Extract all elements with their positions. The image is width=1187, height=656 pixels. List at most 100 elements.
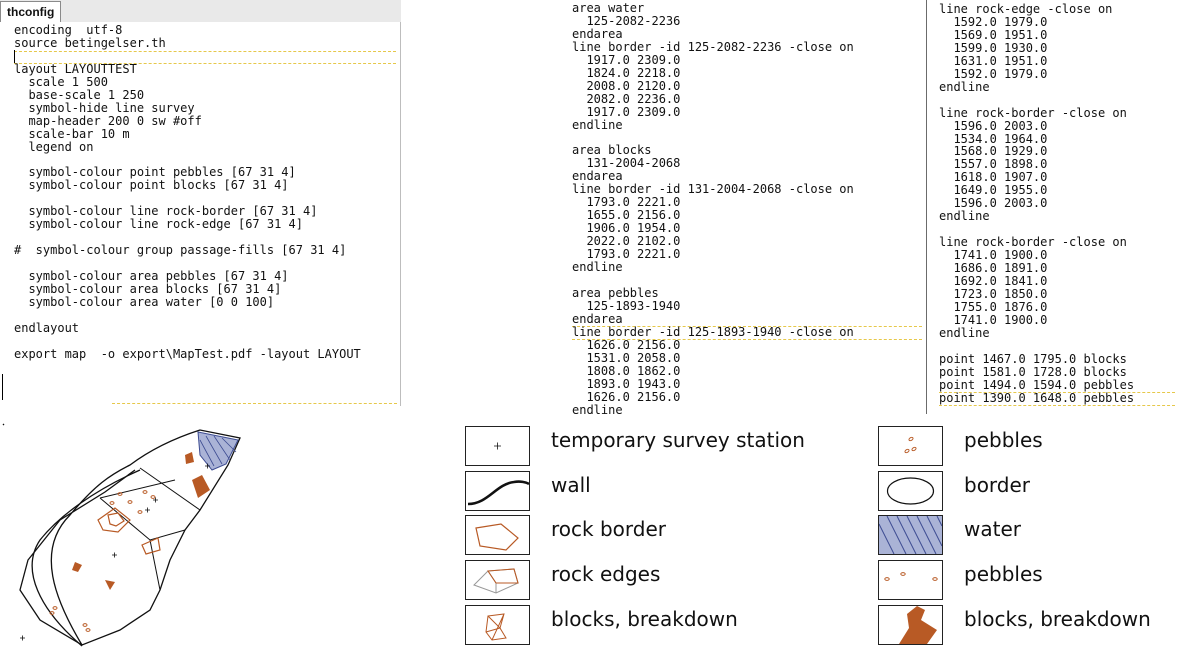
code-line: point 1494.0 1594.0 pebbles [939, 377, 1135, 392]
legend-label: wall [551, 473, 591, 497]
editor-line: base-scale 1 250 [14, 87, 145, 102]
code-line: 1568.0 1929.0 [939, 144, 1048, 159]
code-line: endarea [572, 169, 623, 184]
code-line: 1655.0 2156.0 [572, 208, 681, 223]
tab-bar: thconfig [0, 0, 401, 23]
line-highlight [572, 326, 922, 327]
code-line: line border -id 125-2082-2236 -close on [572, 39, 854, 54]
rock-edge-icon [465, 560, 530, 600]
legend-label: water [964, 517, 1021, 541]
code-line: line border -id 125-1893-1940 -close on [572, 324, 854, 339]
code-line: 1626.0 2156.0 [572, 337, 681, 352]
code-line: line rock-border -close on [939, 235, 1127, 250]
line-highlight [939, 405, 1175, 406]
text-cursor [14, 50, 15, 63]
legend-label: rock edges [551, 562, 661, 586]
code-line: 1824.0 2218.0 [572, 65, 681, 80]
editor-line: symbol-colour point pebbles [67 31 4] [14, 165, 296, 180]
code-line: 1631.0 1951.0 [939, 53, 1048, 68]
blocks-point-icon [465, 605, 530, 645]
rock-border-shape [97, 507, 161, 555]
code-line: 1755.0 1876.0 [939, 299, 1048, 314]
editor-line: # symbol-colour group passage-fills [67 … [14, 243, 347, 258]
code-column-3: line rock-edge -close on 1592.0 1979.0 1… [939, 3, 1134, 405]
current-line-highlight [112, 403, 397, 404]
current-line-highlight [14, 63, 396, 64]
editor-line: symbol-colour area water [0 0 100] [14, 295, 275, 310]
blocks-area-icon [878, 605, 943, 645]
code-line [939, 340, 1134, 353]
wall-line-icon [465, 471, 530, 511]
code-line: 1592.0 1979.0 [939, 66, 1048, 81]
code-line: 1793.0 2221.0 [572, 247, 681, 262]
editor-line: symbol-colour line rock-edge [67 31 4] [14, 217, 303, 232]
legend-label: blocks, breakdown [964, 607, 1151, 631]
column-divider [926, 0, 927, 414]
code-line: line rock-edge -close on [939, 2, 1113, 16]
text-cursor [2, 374, 3, 400]
legend-label: border [964, 473, 1031, 497]
code-line: 1596.0 2003.0 [939, 118, 1048, 133]
code-line: 2008.0 2120.0 [572, 78, 681, 93]
code-line: 1741.0 1900.0 [939, 248, 1048, 263]
code-line: endline [939, 209, 990, 224]
line-highlight [572, 339, 922, 340]
editor-border [400, 22, 401, 406]
pebbles-area-icon [878, 560, 943, 600]
map-preview [2, 423, 241, 647]
code-line: 1741.0 1900.0 [939, 312, 1048, 327]
code-line: endline [572, 117, 623, 132]
editor-line [14, 309, 361, 322]
cave-wall-outline [2, 423, 241, 646]
editor-line: symbol-hide line survey [14, 100, 195, 115]
legend-label: rock border [551, 517, 666, 541]
code-line: line border -id 131-2004-2068 -close on [572, 182, 854, 197]
code-line: area blocks [572, 143, 652, 158]
legend-label: blocks, breakdown [551, 607, 738, 631]
code-line: 1917.0 2309.0 [572, 104, 681, 119]
editor-line: scale-bar 10 m [14, 126, 130, 141]
code-line: area pebbles [572, 285, 659, 300]
water-area-icon [878, 515, 943, 555]
survey-stations [20, 463, 210, 641]
editor-line [14, 50, 361, 63]
tab-thconfig[interactable]: thconfig [0, 1, 62, 22]
code-line: line rock-border -close on [939, 105, 1127, 120]
passage-border [99, 467, 201, 591]
code-line: 1808.0 1862.0 [572, 363, 681, 378]
code-line: 1534.0 1964.0 [939, 131, 1048, 146]
code-line: 131-2004-2068 [572, 156, 681, 171]
code-line: 1599.0 1930.0 [939, 40, 1048, 55]
survey-station-icon [465, 426, 530, 466]
editor-line: export map -o export\MapTest.pdf -layout… [14, 346, 361, 361]
code-line: area water [572, 1, 645, 15]
current-line-highlight [14, 51, 396, 52]
line-highlight [939, 392, 1175, 393]
rock-border-icon [465, 515, 530, 555]
code-line: 1917.0 2309.0 [572, 52, 681, 67]
code-line: 1596.0 2003.0 [939, 196, 1048, 211]
code-line: 1626.0 2156.0 [572, 389, 681, 404]
legend-label: pebbles [964, 562, 1043, 586]
water-hatch [199, 435, 237, 467]
code-line: 1531.0 2058.0 [572, 350, 681, 365]
code-line [939, 94, 1134, 107]
legend-label: pebbles [964, 428, 1043, 452]
code-line: 1793.0 2221.0 [572, 195, 681, 210]
editor-line: symbol-colour area pebbles [67 31 4] [14, 269, 289, 284]
code-line: 1686.0 1891.0 [939, 261, 1048, 276]
editor-line: symbol-colour line rock-border [67 31 4] [14, 204, 318, 219]
code-line: 1592.0 1979.0 [939, 14, 1048, 29]
legend-label: temporary survey station [551, 428, 805, 452]
code-line: 2022.0 2102.0 [572, 234, 681, 249]
code-line: endline [939, 325, 990, 340]
editor-line: symbol-colour area blocks [67 31 4] [14, 282, 282, 297]
code-line: 1893.0 1943.0 [572, 376, 681, 391]
code-line: 1906.0 1954.0 [572, 221, 681, 236]
pebbles-point-icon [878, 426, 943, 466]
editor-line [14, 335, 361, 348]
code-line: 125-1893-1940 [572, 298, 681, 313]
